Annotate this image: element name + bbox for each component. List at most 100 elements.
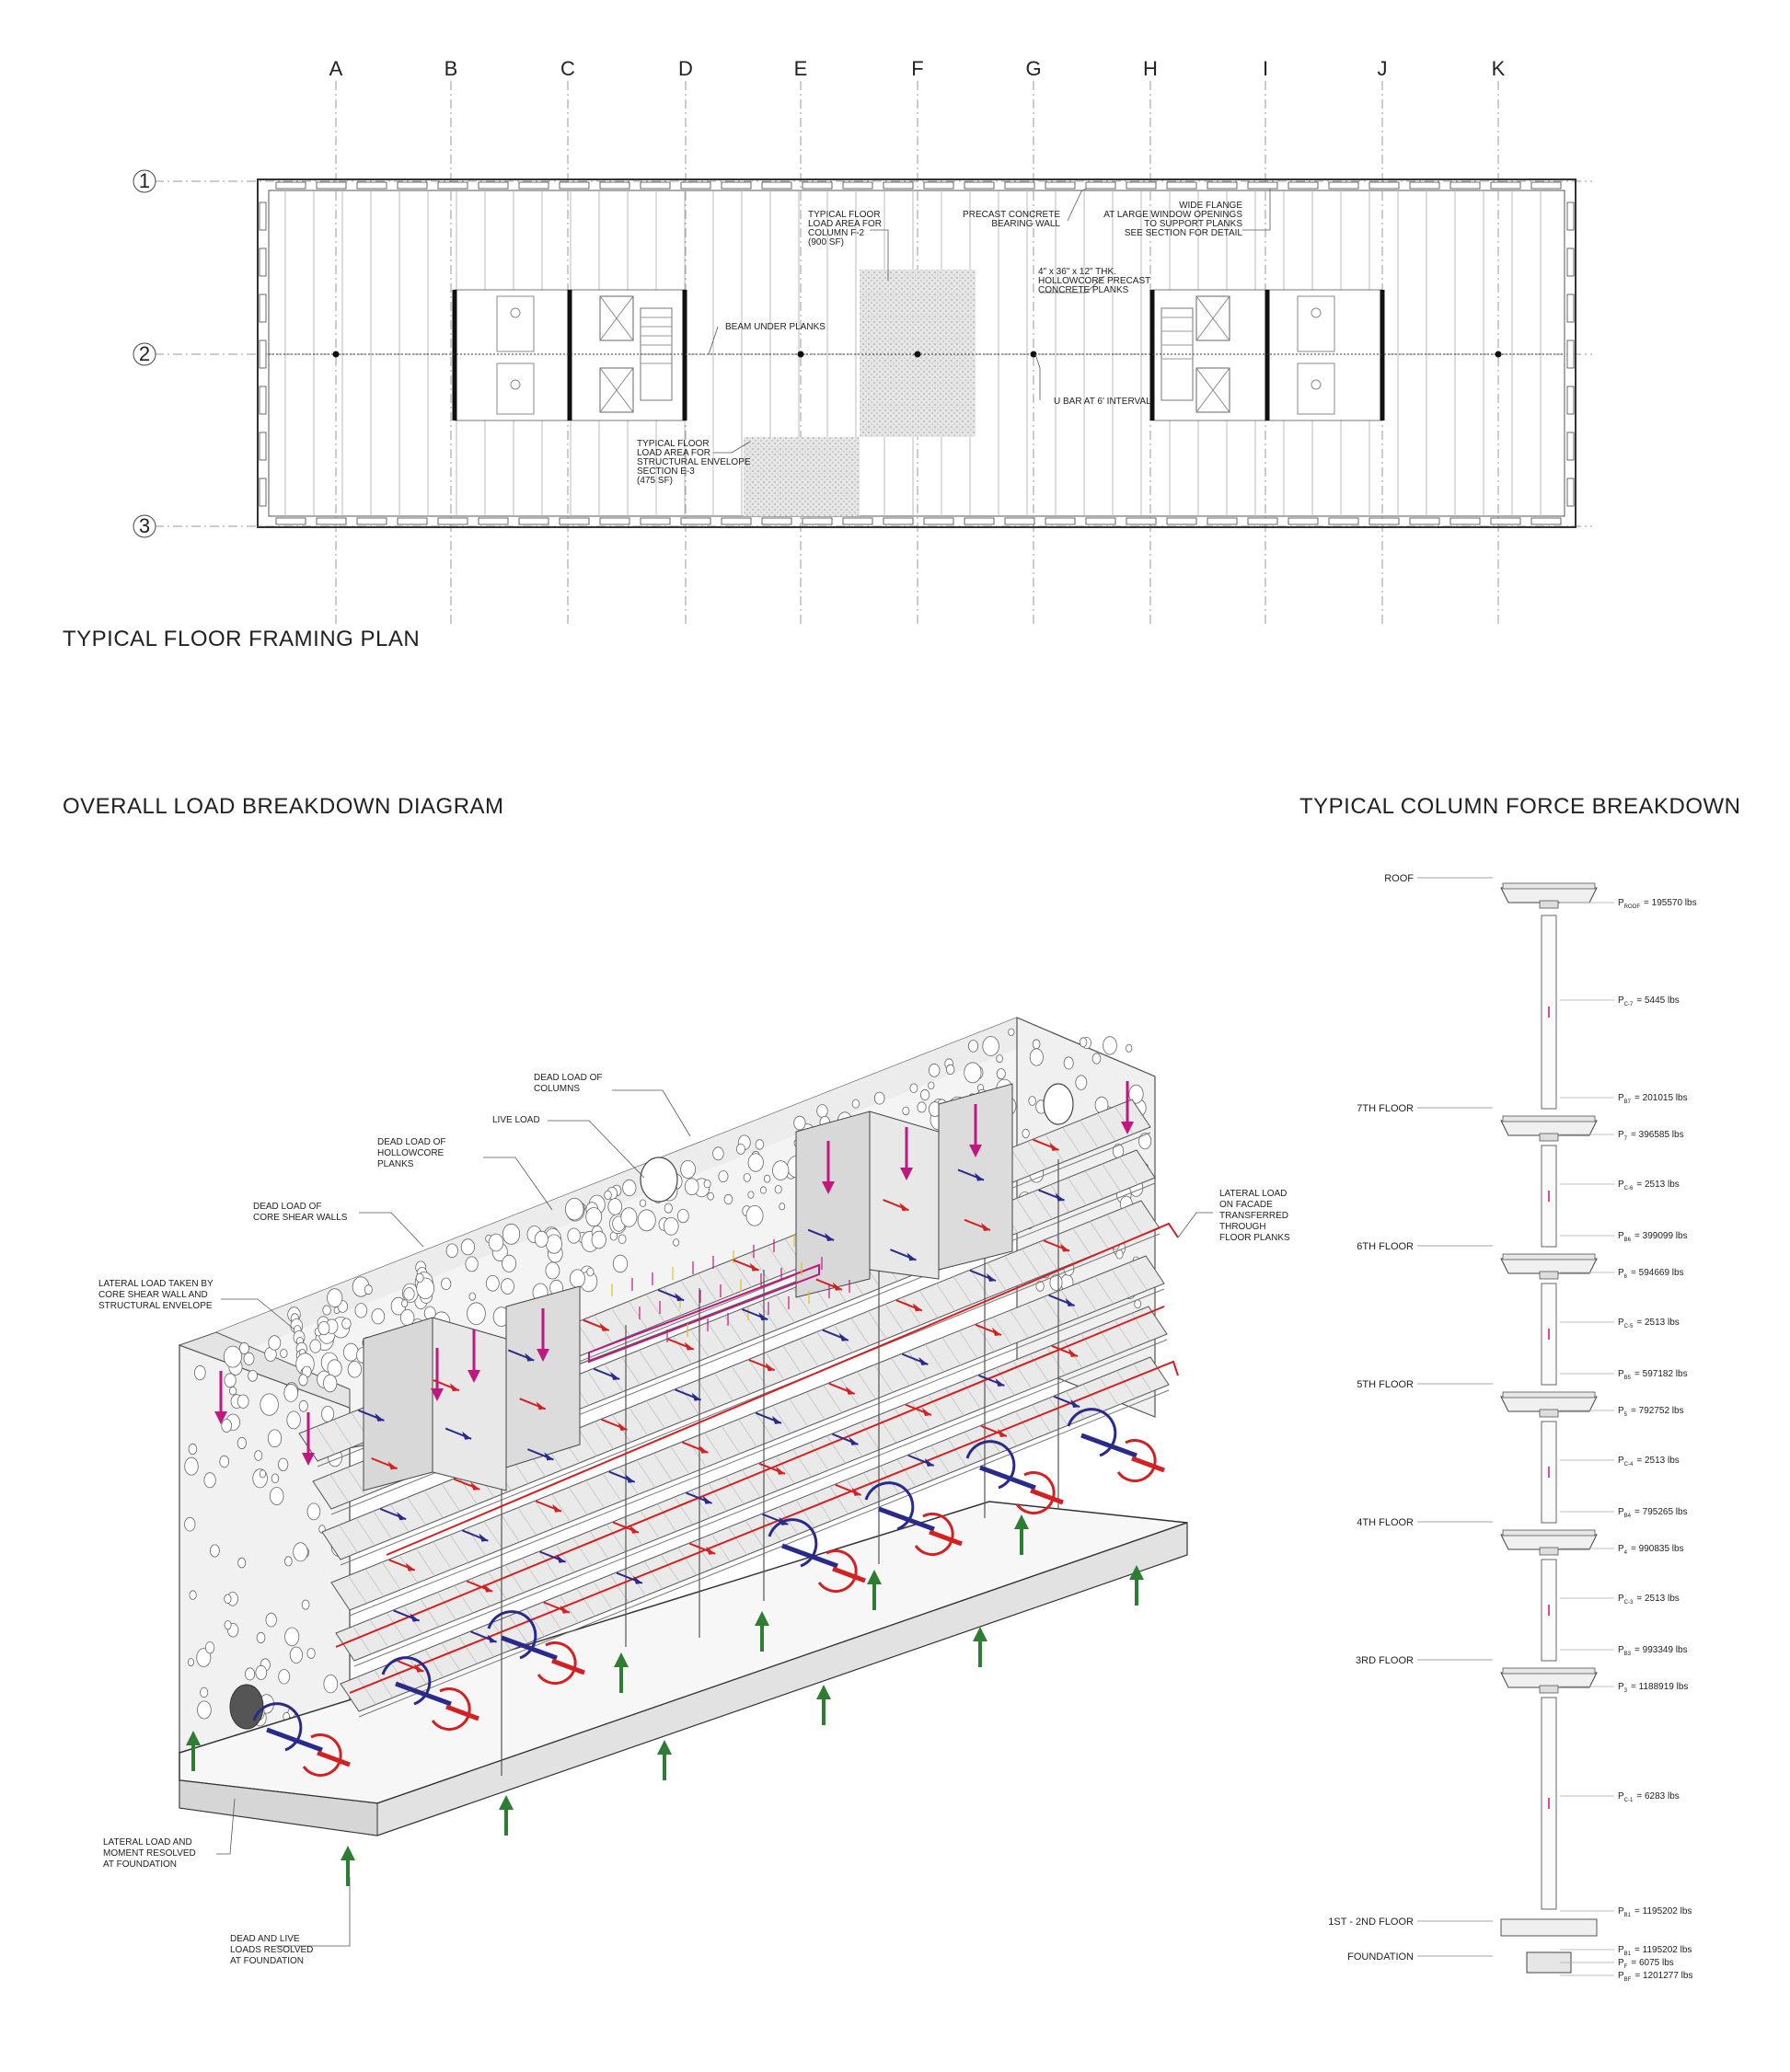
wall-panel <box>1328 181 1359 190</box>
text-line: COLUMNS <box>534 1084 580 1094</box>
slab-top <box>1502 1667 1596 1675</box>
lateral-arrowhead <box>987 1273 996 1282</box>
dead-load-arrowhead <box>302 1453 315 1466</box>
wall-panel <box>680 517 711 525</box>
floor-name: FOUNDATION <box>1347 1951 1414 1963</box>
lateral-arrowhead <box>758 1312 768 1321</box>
perforation <box>293 1542 308 1562</box>
force-symbol: P <box>1618 996 1624 1006</box>
wall-panel <box>599 181 630 190</box>
text-line: AT LARGE WINDOW OPENINGS <box>1103 210 1242 220</box>
force-label: PC-7= 5445 lbs <box>1618 996 1680 1007</box>
moment-force <box>501 1635 558 1661</box>
lateral-arrowhead <box>684 1341 694 1351</box>
plank-joint <box>673 1336 692 1364</box>
perforation <box>755 1139 765 1150</box>
perforation <box>485 1275 500 1292</box>
text-line: CORE SHEAR WALL AND <box>98 1290 208 1300</box>
lateral-arrowhead <box>995 1378 1005 1387</box>
plank-joint <box>501 1514 520 1543</box>
text-line: AT FOUNDATION <box>103 1859 177 1870</box>
plank-joint <box>629 1407 649 1436</box>
plank-joint <box>1097 1112 1116 1142</box>
perforation <box>403 1287 415 1301</box>
wall-panel <box>1247 181 1278 190</box>
perforation <box>400 1309 415 1327</box>
column-cap <box>1539 1271 1559 1280</box>
perforation <box>341 1318 352 1330</box>
floor-slab <box>1500 1672 1598 1688</box>
wall-panel <box>721 181 752 190</box>
plank-joint <box>1010 1310 1029 1339</box>
perforation <box>259 1469 267 1479</box>
wall-panel <box>1368 181 1400 190</box>
facade-perforations <box>184 1028 1152 1778</box>
perforation <box>205 1641 215 1654</box>
perforation <box>255 1664 268 1680</box>
floor-name: 4TH FLOOR <box>1357 1517 1414 1528</box>
force-label: PC-5= 2513 lbs <box>1618 1318 1680 1330</box>
wall-panel <box>640 517 671 525</box>
text-line: SEE SECTION FOR DETAIL <box>1125 228 1243 238</box>
perforation <box>371 1308 386 1325</box>
moment-arcs <box>252 1408 1165 1777</box>
perforation <box>283 1383 299 1402</box>
lateral-arrowhead <box>772 1415 782 1424</box>
lateral-arrowhead <box>775 1466 785 1475</box>
wall-panel <box>478 517 509 525</box>
plank-joint <box>762 1513 781 1542</box>
plank-joint <box>799 1338 819 1367</box>
lateral-arrowhead <box>1068 1349 1078 1358</box>
plank-joint <box>646 1400 665 1429</box>
plank-joint <box>585 1479 605 1509</box>
envelope-load-area <box>744 437 860 516</box>
plank-joint <box>891 1357 910 1387</box>
floor-name: 1ST - 2ND FLOOR <box>1328 1917 1414 1928</box>
plank-joint <box>1119 1157 1138 1185</box>
plank-joint <box>1015 1411 1034 1440</box>
lateral-arrowhead <box>849 1436 859 1445</box>
perforation <box>468 1292 477 1301</box>
grid-label-row: 3 <box>139 514 150 537</box>
plank-joint <box>708 1483 727 1512</box>
plank-joint <box>538 1551 559 1580</box>
perforation <box>298 1399 308 1412</box>
perforation <box>982 1036 999 1056</box>
force-label: PB1= 1195202 lbs <box>1618 1906 1692 1918</box>
perforation <box>747 1153 764 1172</box>
lateral-arrowhead <box>483 1583 493 1593</box>
wall-panel <box>1126 181 1157 190</box>
load-breakdown-diagram: OVERALL LOAD BREAKDOWN DIAGRAM <box>63 794 1290 1966</box>
reaction-arrowhead <box>186 1731 201 1745</box>
plank-joint <box>1026 1303 1046 1331</box>
wall-panel <box>680 181 711 190</box>
lateral-arrowhead <box>851 1487 861 1496</box>
plank-joint <box>1114 1106 1134 1134</box>
wall-panel <box>1207 517 1238 525</box>
plank-joint <box>868 1310 887 1340</box>
perforation <box>354 1303 368 1318</box>
wall-panel <box>802 181 833 190</box>
grid-label-col: E <box>794 57 808 80</box>
plank-joint <box>1094 1276 1114 1305</box>
lateral-arrowhead <box>675 1293 685 1302</box>
plank-joint <box>962 1381 981 1410</box>
wall-panel <box>923 517 954 525</box>
perforation <box>219 1455 230 1468</box>
plan-column <box>1495 351 1502 358</box>
force-label: PB4= 795265 lbs <box>1618 1507 1688 1519</box>
force-subscript: 4 <box>1624 1550 1628 1556</box>
text-line: HOLLOWCORE <box>377 1148 445 1158</box>
moment-force <box>1131 1456 1165 1473</box>
live-load-ticks <box>611 1234 850 1342</box>
plank-joint <box>424 1490 444 1519</box>
plank-joint <box>731 1365 751 1395</box>
lateral-arrowhead <box>560 1605 570 1614</box>
plank-joint <box>806 1391 826 1421</box>
wall-panel <box>259 432 267 461</box>
